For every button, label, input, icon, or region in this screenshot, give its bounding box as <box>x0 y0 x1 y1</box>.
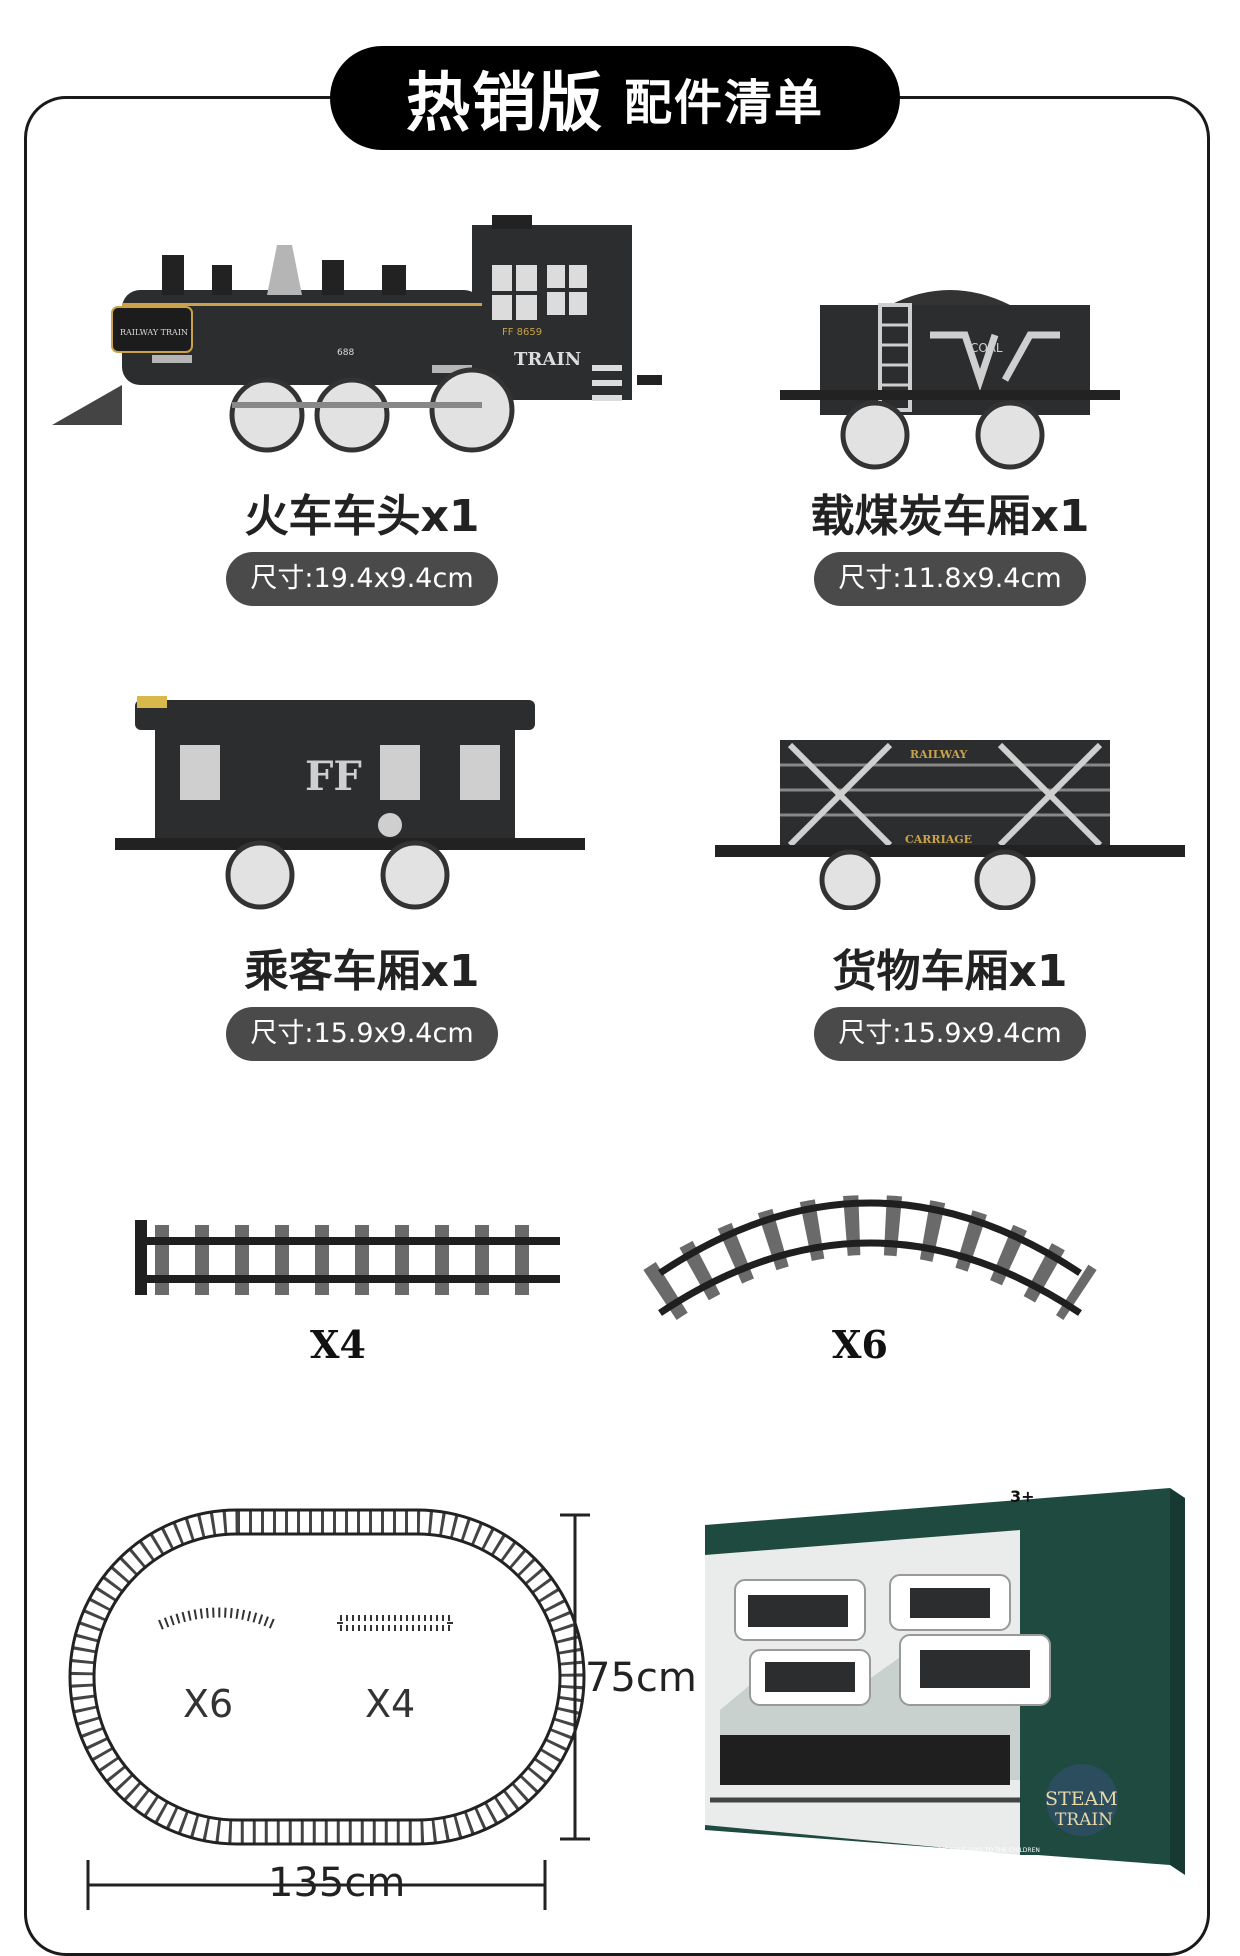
size-badge: 尺寸:19.4x9.4cm <box>226 552 498 606</box>
title-banner: 热销版 配件清单 <box>330 46 900 150</box>
passenger-logo: FF <box>305 753 362 800</box>
straight-track-qty: X4 <box>310 1322 366 1367</box>
coal-tender-image: COAL <box>780 290 1120 470</box>
straight-track-image <box>135 1220 560 1295</box>
diagram-width-label: 135cm <box>268 1860 406 1906</box>
box-age: 3+ <box>1010 1487 1035 1506</box>
item-name: 火车车头x1 <box>244 491 480 542</box>
loco-number: FF 8659 <box>502 327 542 338</box>
freight-top-text: RAILWAY <box>910 748 967 761</box>
oval-layout-diagram <box>68 1508 586 1910</box>
diagram-height-label: 75cm <box>585 1655 697 1701</box>
diagram-curved-label: X6 <box>183 1682 234 1726</box>
item-name: 乘客车厢x1 <box>244 946 480 997</box>
box-name-line2: TRAIN <box>1055 1810 1113 1830</box>
curved-track-qty: X6 <box>832 1322 888 1367</box>
diagram-straight-label: X4 <box>365 1682 416 1726</box>
title-main: 热销版 <box>405 67 604 141</box>
product-box-image: 3+ STEAM TRAIN GIVE THE BEST TOYS TO THE… <box>705 1487 1185 1875</box>
passenger-car-image: FF <box>115 696 585 910</box>
size-badge: 尺寸:11.8x9.4cm <box>814 552 1086 606</box>
item-passenger-car: 乘客车厢x1 尺寸:15.9x9.4cm <box>212 935 512 1061</box>
size-badge: 尺寸:15.9x9.4cm <box>814 1007 1086 1061</box>
freight-bottom-text: CARRIAGE <box>905 833 972 846</box>
loco-small-number: 688 <box>337 348 354 358</box>
item-coal-tender: 载煤炭车厢x1 尺寸:11.8x9.4cm <box>780 480 1120 606</box>
loco-brand: TRAIN <box>514 349 581 370</box>
tender-label: COAL <box>970 341 1003 355</box>
box-tagline: GIVE THE BEST TOYS TO THE CHILDREN <box>920 1847 1040 1854</box>
item-name: 载煤炭车厢x1 <box>810 491 1090 542</box>
item-name: 货物车厢x1 <box>832 946 1068 997</box>
freight-car-image: RAILWAY CARRIAGE <box>715 740 1185 910</box>
box-name-line1: STEAM <box>1045 1788 1118 1810</box>
size-badge: 尺寸:15.9x9.4cm <box>226 1007 498 1061</box>
loco-plate: RAILWAY TRAIN <box>120 328 188 337</box>
height-dimension-line <box>560 1513 590 1841</box>
item-locomotive: 火车车头x1 尺寸:19.4x9.4cm <box>212 480 512 606</box>
curved-track-image <box>643 1195 1097 1321</box>
item-freight-car: 货物车厢x1 尺寸:15.9x9.4cm <box>780 935 1120 1061</box>
locomotive-image: FF 8659 TRAIN RAILWAY TRAIN 688 <box>52 215 662 453</box>
title-sub: 配件清单 <box>623 75 824 131</box>
